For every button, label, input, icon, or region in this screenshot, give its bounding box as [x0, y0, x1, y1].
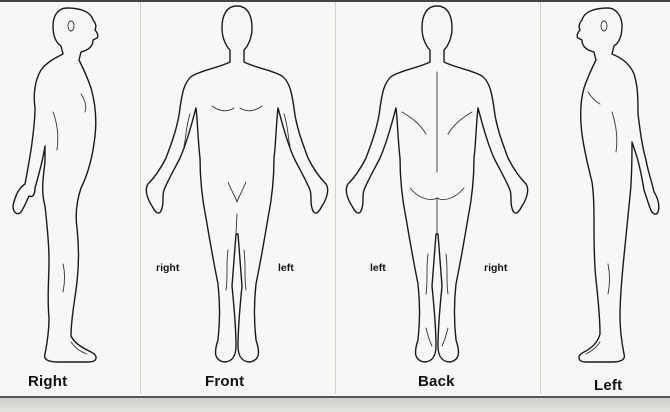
back-view-title: Back: [418, 373, 455, 390]
right-view-title: Right: [28, 373, 67, 390]
left-profile-figure: [548, 2, 668, 367]
back-right-side-label: right: [484, 262, 507, 274]
front-view-title: Front: [205, 373, 244, 390]
back-left-side-label: left: [370, 262, 386, 274]
back-view-figure: [340, 2, 535, 367]
panel-divider: [335, 2, 336, 394]
scan-shadow: [0, 398, 670, 412]
left-view-title: Left: [594, 377, 622, 394]
panel-divider: [540, 2, 541, 394]
right-profile-figure: [5, 2, 140, 367]
front-left-side-label: left: [278, 262, 294, 274]
front-right-side-label: right: [156, 262, 179, 274]
front-view-figure: [140, 2, 335, 367]
